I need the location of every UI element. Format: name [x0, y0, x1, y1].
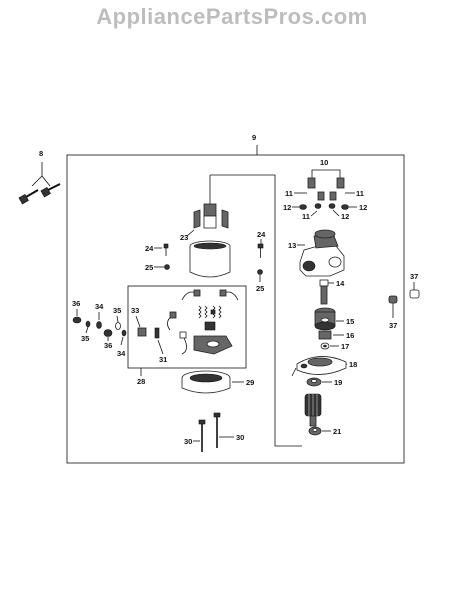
- bushing-part: [388, 295, 398, 304]
- screw-part: [307, 177, 316, 189]
- washer-part: [121, 329, 127, 337]
- callout-8: 8: [39, 149, 43, 158]
- callout-11c: 11: [302, 212, 310, 221]
- screw-part: [317, 191, 325, 201]
- screw-part: [257, 243, 264, 258]
- callout-16: 16: [346, 331, 354, 340]
- washer-part: [320, 342, 330, 350]
- nut-part: [314, 203, 322, 209]
- spacer-part: [318, 330, 332, 340]
- callout-35a: 35: [81, 334, 89, 343]
- screw-part: [336, 177, 345, 189]
- terminal-part: [137, 327, 160, 339]
- callout-25b: 25: [256, 284, 264, 293]
- washer-part: [115, 322, 121, 330]
- long-screw-part: [213, 412, 221, 448]
- callout-23: 23: [180, 233, 188, 242]
- nut-part: [341, 204, 349, 210]
- callout-28: 28: [137, 377, 145, 386]
- callout-36b: 36: [104, 341, 112, 350]
- callout-24a: 24: [145, 244, 154, 253]
- gear-part: [314, 307, 336, 331]
- callout-37a: 37: [410, 272, 418, 281]
- callout-10: 10: [320, 158, 328, 167]
- nut-part: [299, 204, 307, 210]
- bolt-part: [40, 183, 61, 198]
- washer-part: [164, 264, 170, 270]
- callout-30a: 30: [184, 437, 192, 446]
- callout-24b: 24: [257, 230, 266, 239]
- bearing-part: [308, 426, 322, 436]
- callout-33: 33: [131, 306, 139, 315]
- callout-9: 9: [252, 133, 256, 142]
- screw-part: [329, 191, 337, 201]
- watermark-text: AppliancePartsPros.com: [96, 4, 368, 29]
- callout-15: 15: [346, 317, 354, 326]
- nut-part: [72, 316, 82, 324]
- callout-18: 18: [349, 360, 357, 369]
- callout-12c: 12: [341, 212, 349, 221]
- callout-37b: 37: [389, 321, 397, 330]
- callout-11b: 11: [356, 189, 364, 198]
- callout-34a: 34: [95, 302, 104, 311]
- brush-cap-part: [193, 203, 229, 229]
- brush-spring-part: [181, 289, 239, 331]
- motor-base-part: [291, 356, 347, 377]
- long-screw-part: [198, 419, 206, 452]
- callout-19: 19: [334, 378, 342, 387]
- fan-part: [306, 377, 322, 387]
- screw-part: [163, 243, 169, 256]
- bearing-part: [319, 279, 329, 305]
- callout-34b: 34: [117, 349, 126, 358]
- callout-29: 29: [246, 378, 254, 387]
- callout-31: 31: [159, 355, 167, 364]
- callout-30b: 30: [236, 433, 244, 442]
- callout-21: 21: [333, 427, 341, 436]
- assembly-9-frame: [66, 154, 405, 464]
- brush-holder-part: [193, 335, 233, 355]
- bolt-part: [18, 189, 39, 205]
- washer-part: [85, 320, 91, 328]
- callout-13: 13: [288, 241, 296, 250]
- callout-12b: 12: [359, 203, 367, 212]
- washer-part: [96, 321, 102, 329]
- callout-12a: 12: [283, 203, 291, 212]
- base-ring-part: [181, 370, 231, 394]
- motor-housing-part: [299, 229, 345, 277]
- callout-11a: 11: [285, 189, 293, 198]
- assembly-28-frame: [127, 285, 247, 369]
- callout-36a: 36: [72, 299, 80, 308]
- callout-35b: 35: [113, 306, 121, 315]
- nut-part: [103, 329, 113, 337]
- callout-17: 17: [341, 342, 349, 351]
- callout-14: 14: [336, 279, 345, 288]
- armature-part: [304, 393, 322, 427]
- wire-lead-part: [167, 311, 187, 355]
- bushing-part: [409, 289, 420, 299]
- callout-25a: 25: [145, 263, 153, 272]
- washer-part: [257, 269, 263, 275]
- nut-part: [328, 203, 336, 209]
- stator-sleeve-part: [189, 240, 231, 278]
